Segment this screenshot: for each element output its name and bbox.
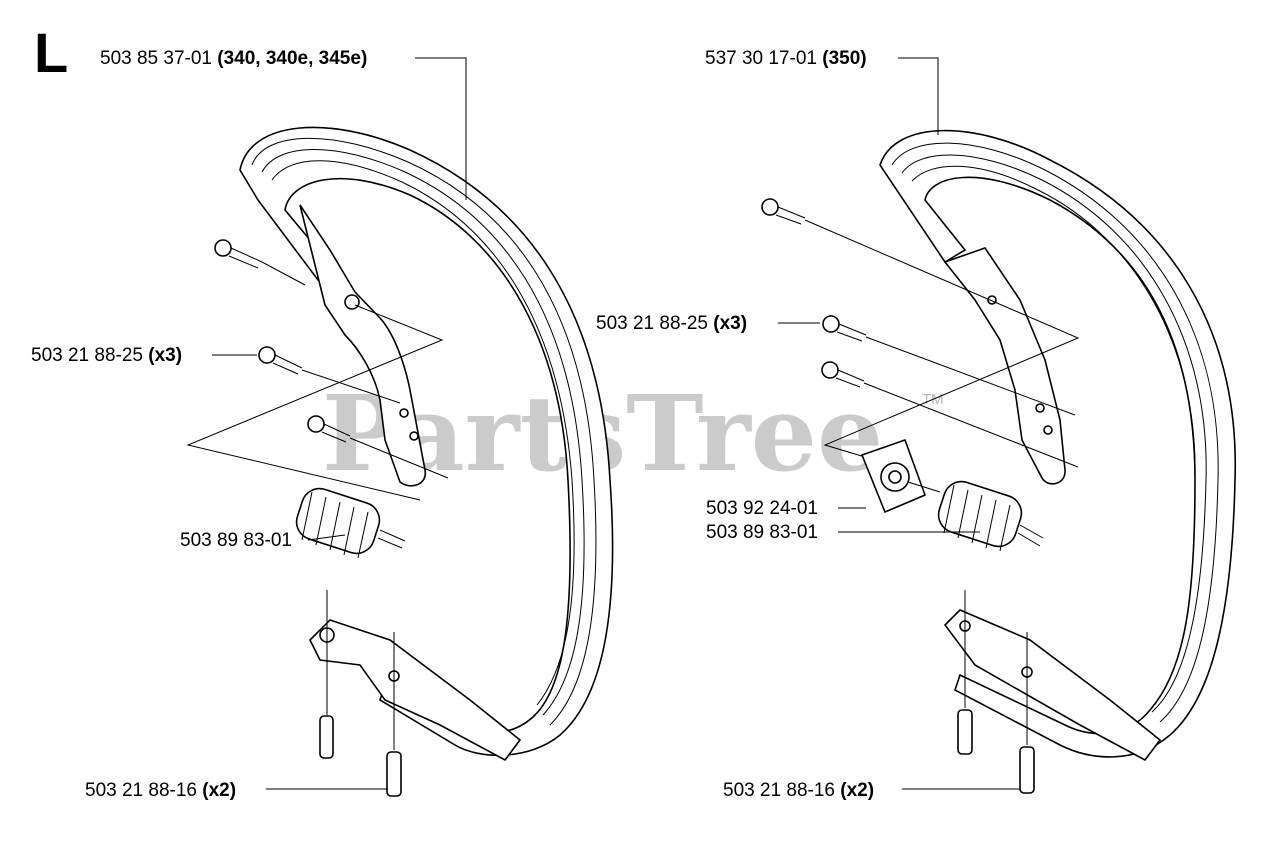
left-buffer-leader — [307, 534, 346, 541]
left-handle-label: 503 85 37-01 (340, 340e, 345e) — [100, 48, 367, 69]
right-screw-a-label: 503 21 88-25 (x3) — [596, 313, 747, 334]
right-handle-label: 537 30 17-01 (350) — [705, 48, 867, 69]
left-buffer-icon — [295, 487, 406, 559]
right-plate-label: 503 92 24-01 — [706, 498, 818, 519]
left-screw-low-icon — [307, 415, 449, 479]
left-screw-b-label: 503 21 88-16 (x2) — [85, 780, 236, 801]
right-assembly: 537 30 17-01 (350) 503 21 88-25 (x3) 503… — [596, 48, 1237, 801]
right-screw-low-icon — [821, 361, 1079, 468]
right-bottom-screw-2-icon — [1019, 632, 1035, 794]
right-bottom-screw-1-icon — [957, 590, 973, 755]
right-screw-mid-icon — [822, 315, 1076, 416]
left-assembly: 503 85 37-01 (340, 340e, 345e) 503 21 88… — [31, 48, 614, 801]
right-plate-icon — [860, 438, 941, 514]
left-screw-mid-icon — [258, 346, 401, 404]
right-handle-leader — [898, 57, 939, 135]
right-screw-upper-icon — [761, 198, 991, 301]
right-buffer-label: 503 89 83-01 — [706, 522, 818, 543]
left-screw-a-label: 503 21 88-25 (x3) — [31, 345, 182, 366]
right-screw-b-label: 503 21 88-16 (x2) — [723, 780, 874, 801]
left-screw-upper-icon — [214, 239, 306, 286]
section-letter: L — [34, 21, 68, 84]
right-buffer-icon — [937, 480, 1044, 552]
right-handle-bar — [879, 129, 1237, 762]
left-bottom-screw-1-icon — [319, 590, 334, 759]
left-handle-leader — [415, 57, 467, 200]
left-buffer-label: 503 89 83-01 — [180, 530, 292, 551]
left-bottom-screw-2-icon — [386, 632, 402, 797]
